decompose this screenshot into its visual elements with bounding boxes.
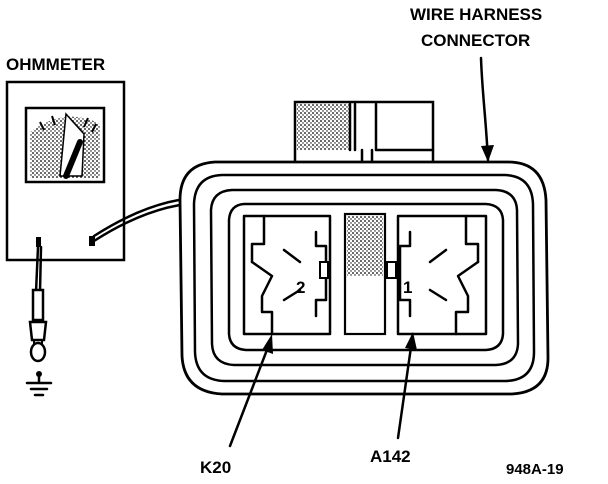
ground-clip (29, 341, 47, 363)
k20-label: K20 (200, 458, 231, 477)
ground-probe (31, 288, 45, 322)
center-divider (343, 212, 387, 336)
terminal-2-contact (319, 261, 329, 279)
ground-lead (25, 245, 53, 397)
jack-left (36, 237, 41, 247)
arrow-head-icon (262, 334, 273, 354)
a142-callout: A142 (370, 332, 417, 466)
terminal-cavity-1 (386, 214, 488, 336)
arrow-head-icon (405, 332, 417, 350)
connector-cavity (227, 202, 505, 352)
a142-label: A142 (370, 447, 411, 466)
ground-symbol-icon (25, 381, 53, 397)
k20-callout: K20 (200, 334, 273, 477)
pin-1-label: 1 (403, 278, 412, 297)
meter-needle (63, 139, 83, 179)
meter-face (24, 106, 106, 184)
terminal-cavity-2 (242, 214, 332, 336)
arrow-head-icon (481, 145, 494, 162)
jack-right (89, 236, 95, 246)
harness-label-line2: CONNECTOR (421, 31, 530, 50)
ohmmeter-label: OHMMETER (6, 55, 105, 74)
connector-callout: WIRE HARNESS CONNECTOR (410, 5, 542, 162)
terminal-1-contact (386, 261, 397, 279)
figure-id: 948A-19 (506, 461, 564, 478)
pin-2-label: 2 (296, 278, 305, 297)
connector-latch (293, 100, 435, 166)
harness-label-line1: WIRE HARNESS (410, 5, 542, 24)
